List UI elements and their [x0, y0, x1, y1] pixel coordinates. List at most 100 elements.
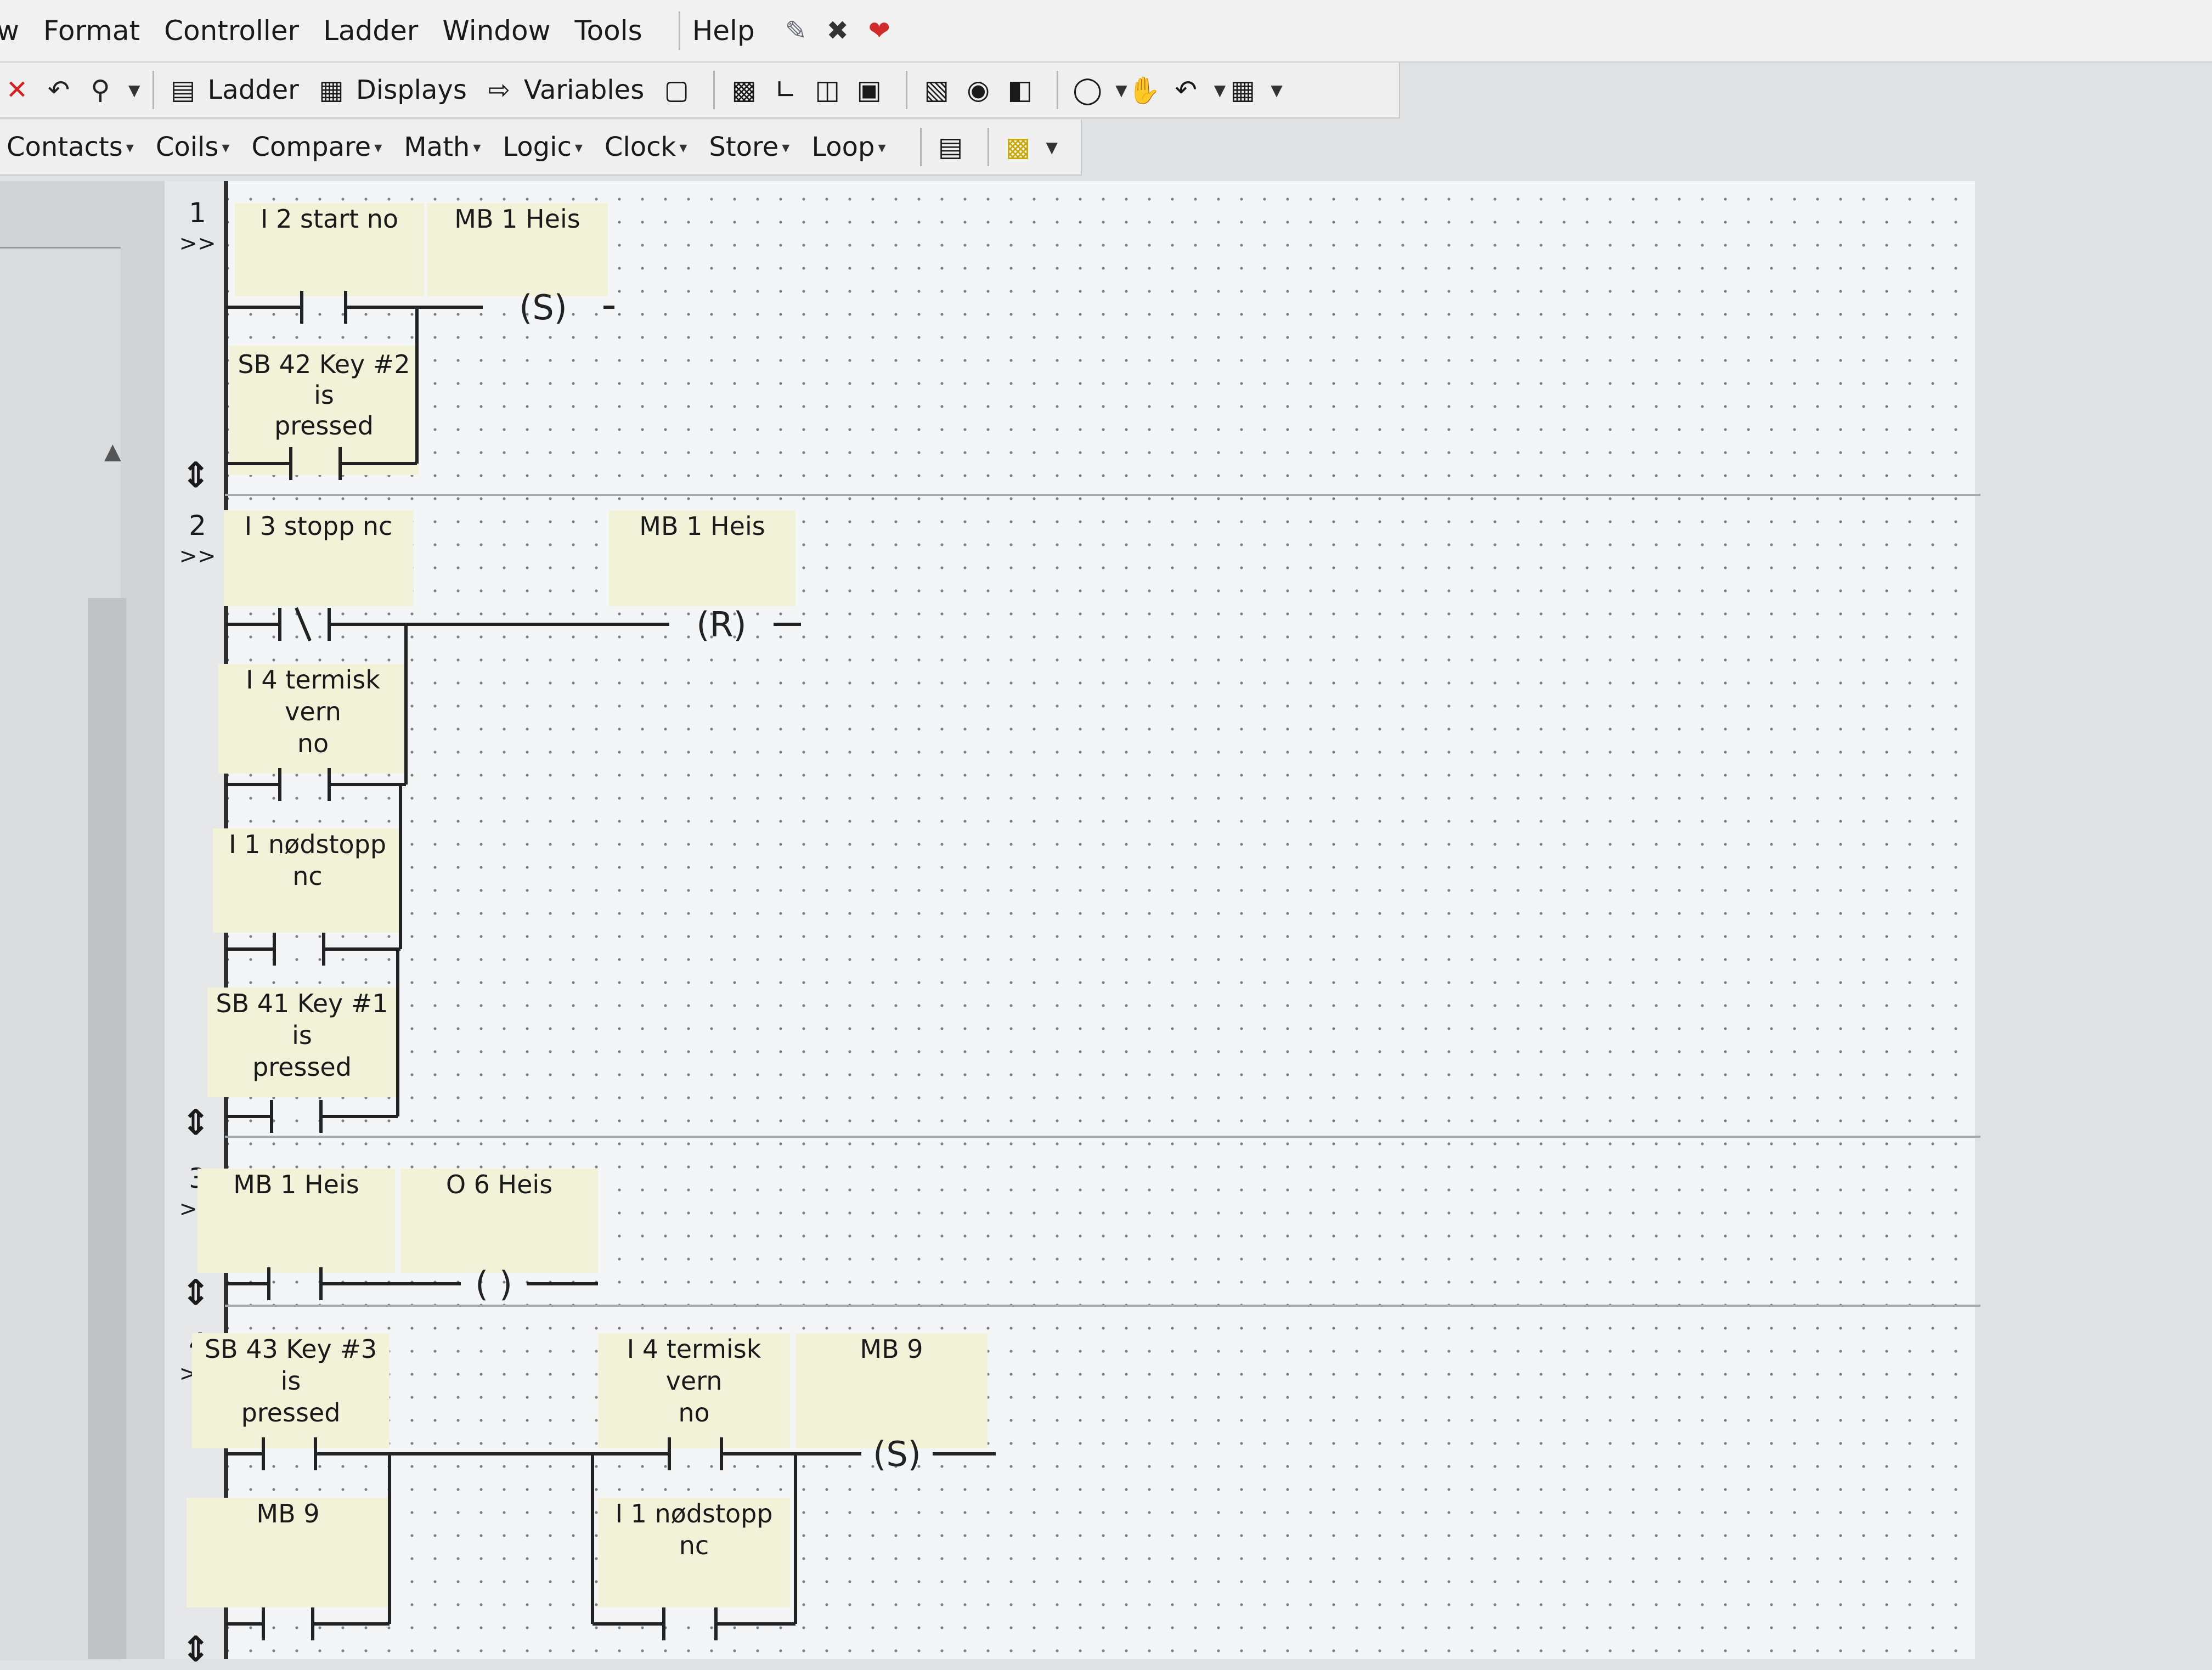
grid-icon[interactable]: ▦	[1230, 75, 1255, 105]
find-icon[interactable]: ⚲	[91, 75, 110, 105]
contact-label-sb43[interactable]: SB 43 Key #3 is pressed	[192, 1333, 390, 1448]
menu-ladder[interactable]: Ladder	[323, 15, 419, 47]
contact-label-i4[interactable]: I 4 termisk vern no	[218, 664, 408, 774]
coil-label-q6[interactable]: O 6 Heis	[400, 1169, 598, 1273]
rung-move-icon[interactable]: ⇕	[181, 455, 211, 496]
loop-menu[interactable]: Loop▾	[811, 132, 885, 162]
coil-label-mb9[interactable]: MB 9	[795, 1333, 988, 1448]
chevron-down-icon: ▾	[878, 138, 886, 156]
menu-separator	[678, 12, 680, 50]
coils-menu[interactable]: Coils▾	[156, 132, 230, 162]
toolbar-separator	[1057, 71, 1059, 109]
text-icon[interactable]: ▢	[664, 75, 689, 105]
menu-window[interactable]: Window	[442, 15, 551, 47]
ladder-editor[interactable]: 1 >> ⇕ I 2 start no MB 1 Heis SB 42 Key …	[165, 181, 1980, 1670]
displays-button-label: Displays	[356, 75, 467, 105]
menu-help[interactable]: Help	[692, 15, 755, 47]
store-label: Store	[709, 132, 779, 162]
film-icon[interactable]: ▤	[938, 132, 963, 162]
variables-button[interactable]: ⇨ Variables	[482, 73, 644, 107]
instruction-toolbar: Contacts▾ Coils▾ Compare▾ Math▾ Logic▾ C…	[0, 120, 1082, 176]
comment-dropdown-arrow[interactable]: ▼	[1046, 138, 1058, 156]
variables-icon: ⇨	[488, 75, 510, 105]
grid-dropdown-arrow[interactable]: ▼	[1271, 81, 1283, 99]
rung-separator	[225, 1305, 1980, 1307]
close-icon[interactable]: ✕	[5, 75, 29, 105]
toolbar-separator	[906, 71, 908, 109]
scroll-up-icon[interactable]: ▲	[104, 439, 121, 464]
back-icon[interactable]: ↶	[1175, 75, 1197, 105]
rung-move-icon[interactable]: ⇕	[181, 1103, 211, 1143]
contact-label-i1[interactable]: I 1 nødstopp nc	[598, 1498, 790, 1607]
expand-chevron-icon[interactable]: >>	[179, 544, 216, 569]
contact-label-i3[interactable]: I 3 stopp nc	[224, 510, 413, 606]
menu-view[interactable]: w	[0, 15, 19, 47]
menu-controller[interactable]: Controller	[164, 15, 300, 47]
displays-button[interactable]: ▦ Displays	[314, 73, 467, 107]
monitor-icon[interactable]: ◯	[1073, 75, 1103, 105]
chevron-down-icon: ▾	[574, 138, 583, 156]
math-label: Math	[404, 132, 470, 162]
chart-icon[interactable]: ∟	[775, 75, 797, 105]
contacts-menu[interactable]: Contacts▾	[7, 132, 134, 162]
rung-move-icon[interactable]: ⇕	[181, 1273, 211, 1313]
menu-tools[interactable]: Tools	[574, 15, 642, 47]
calculator-icon[interactable]: ▧	[924, 75, 949, 105]
chevron-down-icon: ▾	[374, 138, 382, 156]
rung-number-text: 2	[189, 510, 206, 541]
contact-label-i4[interactable]: I 4 termisk vern no	[598, 1333, 790, 1448]
logo-icon[interactable]: ❤	[868, 15, 890, 46]
math-menu[interactable]: Math▾	[404, 132, 481, 162]
undo-icon[interactable]: ↶	[47, 75, 70, 105]
expand-chevron-icon[interactable]: >>	[179, 231, 216, 256]
logic-menu[interactable]: Logic▾	[503, 132, 583, 162]
chevron-down-icon: ▾	[679, 138, 687, 156]
data-icon[interactable]: ◉	[967, 75, 990, 105]
io-icon[interactable]: ◫	[815, 75, 840, 105]
set-coil-rung1[interactable]: (S)	[519, 287, 567, 328]
coils-label: Coils	[155, 132, 219, 162]
menu-bar: w Format Controller Ladder Window Tools …	[0, 0, 2212, 63]
menu-format[interactable]: Format	[43, 15, 140, 47]
hand-icon[interactable]: ✋	[1127, 75, 1161, 106]
back-dropdown-arrow[interactable]: ▼	[1214, 81, 1226, 99]
ladder-button[interactable]: ▤ Ladder	[166, 73, 299, 107]
export-icon[interactable]: ◧	[1007, 75, 1032, 105]
ladder-wires: (S) (R) ( ) (S)	[226, 287, 996, 1640]
monitor-dropdown-arrow[interactable]: ▼	[1115, 81, 1127, 99]
logic-label: Logic	[503, 132, 572, 162]
contact-label-i2[interactable]: I 2 start no	[235, 203, 424, 296]
chevron-down-icon: ▾	[473, 138, 481, 156]
memory-icon[interactable]: ▣	[856, 75, 882, 105]
clock-menu[interactable]: Clock▾	[605, 132, 687, 162]
coil-label-mb1[interactable]: MB 1 Heis	[427, 203, 608, 296]
comment-icon[interactable]: ▩	[1005, 132, 1031, 162]
chevron-down-icon: ▾	[222, 138, 230, 156]
clock-label: Clock	[604, 132, 676, 162]
coil-label-mb1[interactable]: MB 1 Heis	[609, 510, 795, 606]
tools-icon[interactable]: ✖	[826, 15, 849, 46]
reset-coil-rung2[interactable]: (R)	[696, 605, 746, 645]
chevron-down-icon: ▾	[782, 138, 790, 156]
output-coil-rung3[interactable]: ( )	[475, 1264, 512, 1304]
loop-label: Loop	[811, 132, 875, 162]
help-book-icon[interactable]: ✎	[785, 15, 807, 46]
rung-number-2[interactable]: 2 >>	[176, 510, 219, 572]
contact-label-mb9[interactable]: MB 9	[187, 1498, 390, 1607]
toolbar-separator	[919, 128, 922, 166]
contact-label-sb42[interactable]: SB 42 Key #2 is pressed	[229, 346, 419, 475]
compare-menu[interactable]: Compare▾	[251, 132, 382, 162]
project-scrollbar[interactable]	[88, 598, 126, 1659]
find-dropdown-arrow[interactable]: ▼	[128, 81, 140, 99]
set-coil-rung4[interactable]: (S)	[873, 1434, 921, 1474]
rung-number-1[interactable]: 1 >>	[176, 198, 219, 259]
rung-separator	[225, 494, 1980, 496]
contact-label-sb41[interactable]: SB 41 Key #1 is pressed	[207, 988, 397, 1097]
ladder-icon: ▤	[170, 75, 196, 105]
contact-label-i1[interactable]: I 1 nødstopp nc	[213, 828, 402, 933]
program-icon[interactable]: ▩	[731, 75, 757, 105]
contact-label-mb1[interactable]: MB 1 Heis	[198, 1169, 395, 1273]
store-menu[interactable]: Store▾	[709, 132, 789, 162]
compare-label: Compare	[251, 132, 371, 162]
rung-separator	[225, 1136, 1980, 1138]
